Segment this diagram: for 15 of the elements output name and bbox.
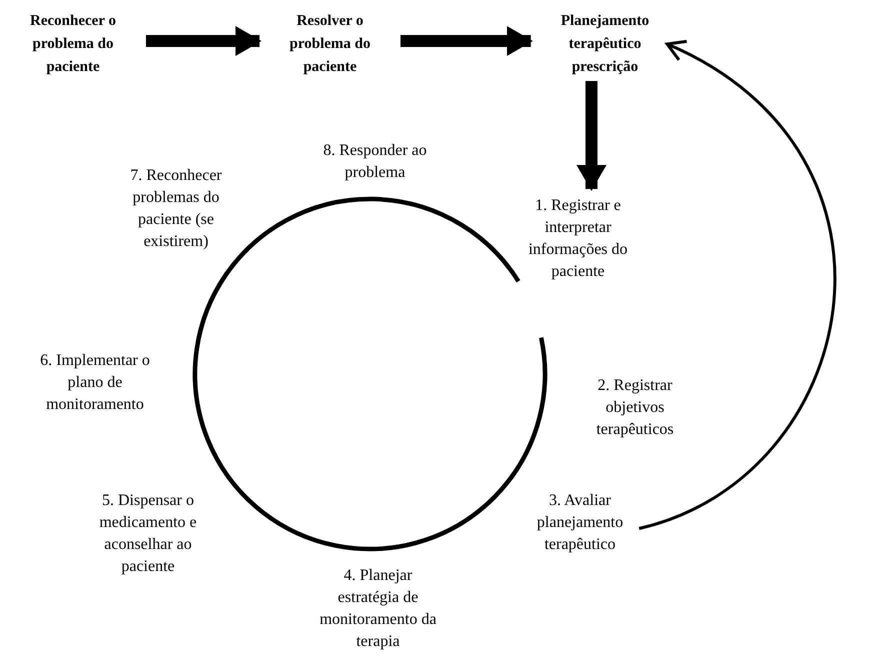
arrow xyxy=(576,81,606,191)
step-label: 7. Reconhecer problemas do paciente (se existirem) xyxy=(129,166,223,252)
arrow xyxy=(146,26,262,56)
step-label: 2. Registrar objetivos terapêuticos xyxy=(595,376,675,440)
step-label: 6. Implementar o plano de monitoramento xyxy=(39,351,151,415)
arrow xyxy=(400,26,533,56)
step-label: 1. Registrar e interpretar informações do paciente xyxy=(527,196,629,282)
arrow xyxy=(638,42,836,530)
step-label: Planejamento terapêutico prescrição xyxy=(560,12,650,77)
step-label: 8. Responder ao problema xyxy=(322,141,428,183)
step-label: Reconhecer o problema do paciente xyxy=(29,12,117,77)
step-label: Resolver o problema do paciente xyxy=(288,12,372,77)
step-label: 5. Dispensar o medicamento e aconselhar ao paciente xyxy=(98,491,198,577)
step-label: 3. Avaliar planejamento terapêutico xyxy=(536,491,624,555)
step-label: 4. Planejar estratégia de monitoramento da terapia xyxy=(318,566,438,652)
